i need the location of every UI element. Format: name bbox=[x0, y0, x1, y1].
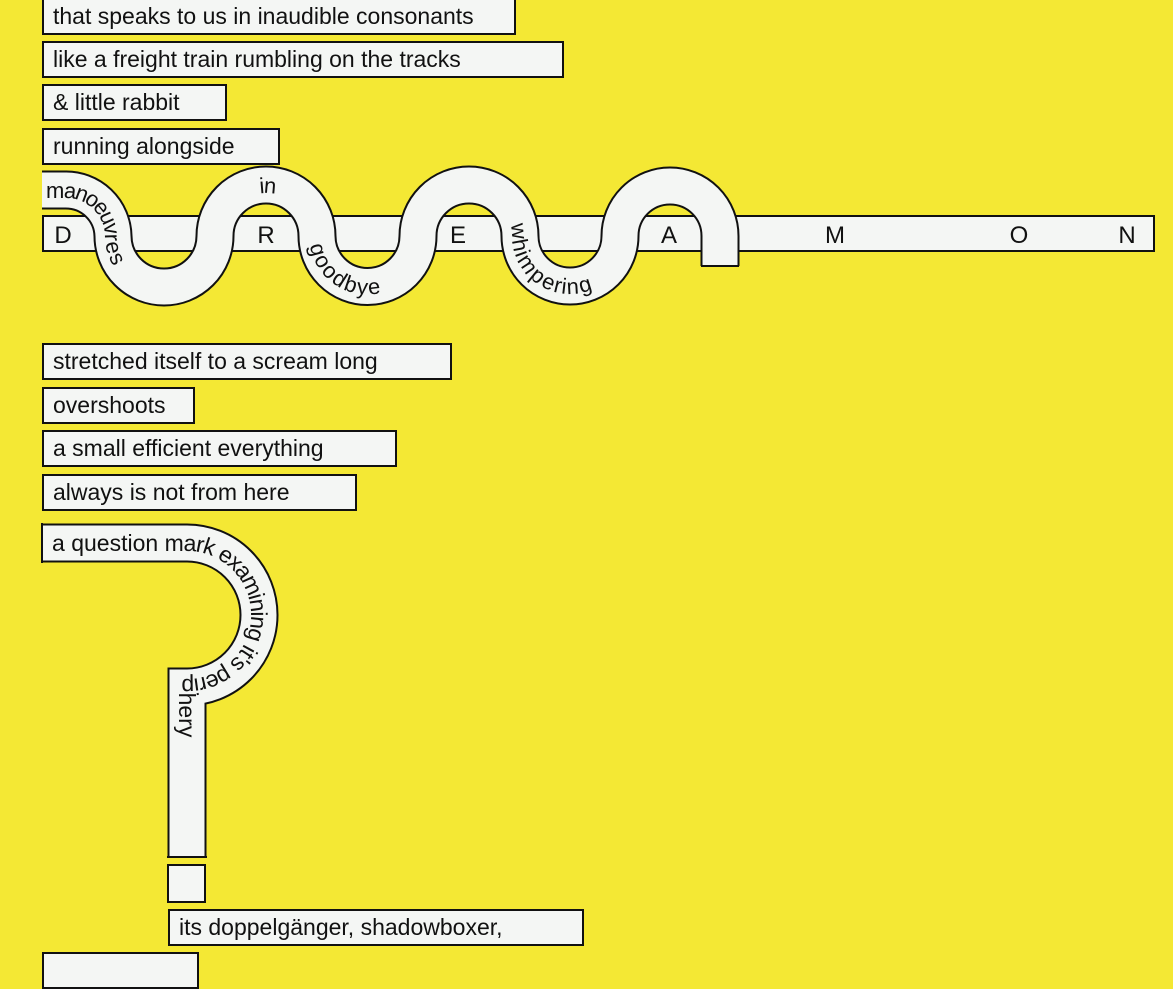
dreamon-letter: N bbox=[1118, 222, 1135, 249]
poem-line-partial bbox=[42, 952, 199, 989]
question-mark-fill bbox=[43, 525, 277, 856]
dreamon-letter: R bbox=[257, 222, 274, 249]
poem-line: like a freight train rumbling on the tra… bbox=[42, 41, 564, 78]
snake-fill bbox=[42, 167, 738, 305]
poem-line: running alongside bbox=[42, 128, 280, 165]
poem-line: & little rabbit bbox=[42, 84, 227, 121]
question-mark-dot bbox=[167, 864, 206, 903]
wave-graphic: D R E A M O N manoeuvres in goodbye whim… bbox=[41, 165, 1155, 903]
poem-line: that speaks to us in inaudible consonant… bbox=[42, 0, 516, 35]
poem-line: its doppelgänger, shadowboxer, bbox=[168, 909, 584, 946]
poem-line: a small efficient everything bbox=[42, 430, 397, 467]
dreamon-letter: A bbox=[661, 222, 677, 249]
poem-line: stretched itself to a scream long bbox=[42, 343, 452, 380]
dreamon-letter: M bbox=[825, 222, 845, 249]
dreamon-letter: E bbox=[450, 222, 466, 249]
wave-word: in bbox=[258, 173, 277, 199]
question-mark-outline bbox=[42, 523, 279, 857]
poem-line: always is not from here bbox=[42, 474, 357, 511]
dreamon-letter: D bbox=[54, 222, 71, 249]
dreamon-letter: O bbox=[1010, 222, 1029, 249]
poem-line: overshoots bbox=[42, 387, 195, 424]
